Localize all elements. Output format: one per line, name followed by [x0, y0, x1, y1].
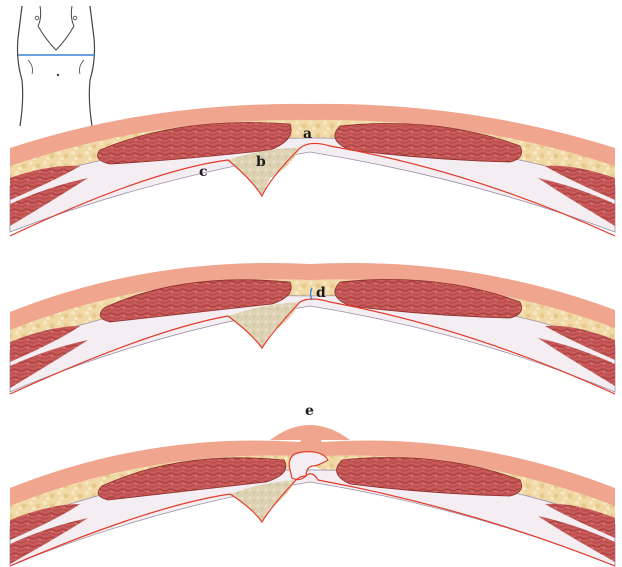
cross-section-3: e [10, 403, 615, 566]
cross-section-2: d [10, 263, 615, 394]
cross-section-1: a b c [10, 104, 615, 236]
torso-outline-icon [8, 3, 98, 131]
label-c: c [199, 164, 208, 180]
label-b: b [256, 154, 266, 170]
label-d: d [316, 285, 326, 301]
label-a: a [303, 126, 312, 142]
label-e: e [305, 403, 314, 419]
